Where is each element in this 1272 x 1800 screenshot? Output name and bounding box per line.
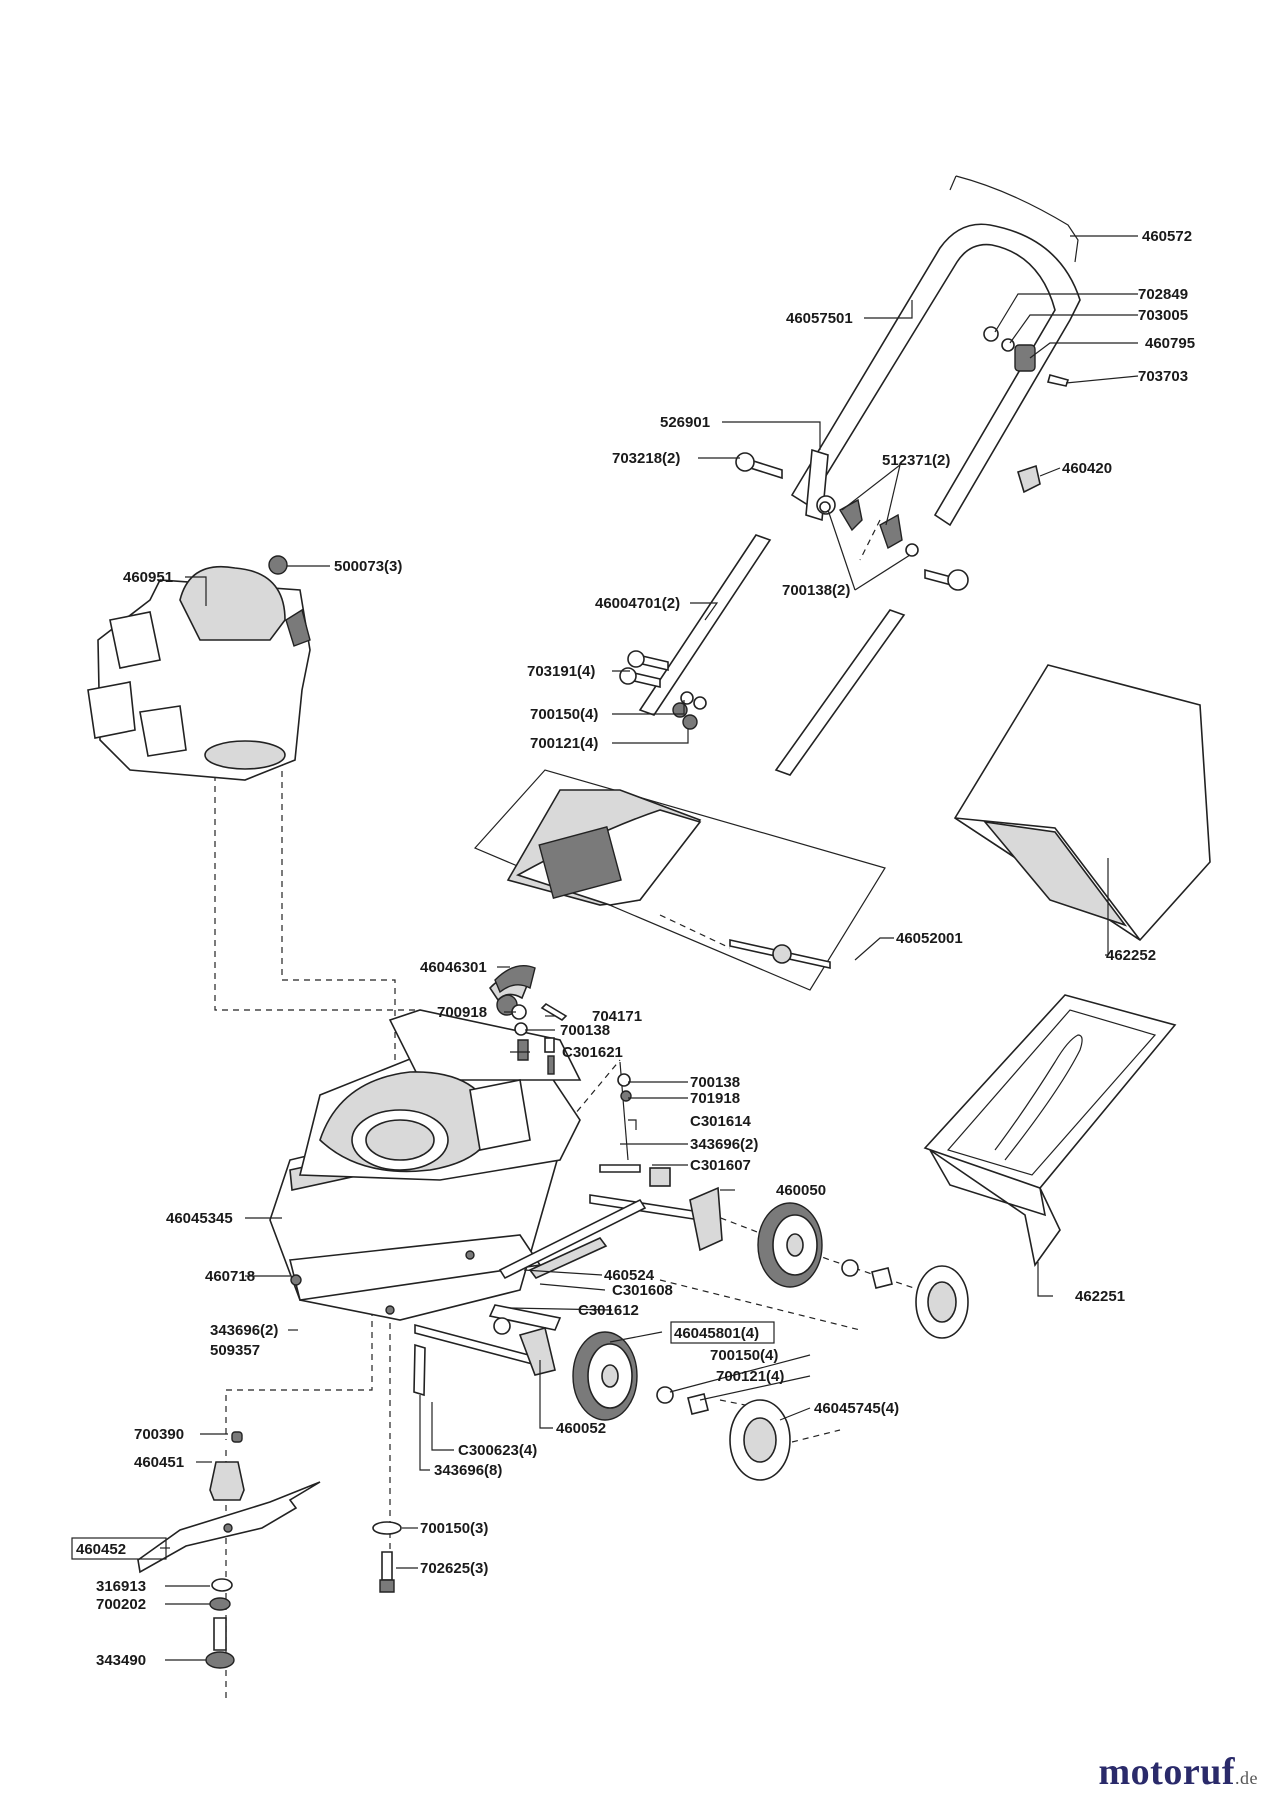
part-label: 700202: [96, 1596, 146, 1613]
part-label: 500073(3): [334, 558, 402, 575]
part-label: 343696(2): [210, 1322, 278, 1339]
part-label: 460718: [205, 1268, 255, 1285]
part-label: 46046301: [420, 959, 487, 976]
mower-deck: [269, 1009, 582, 1321]
part-label: C300623(4): [458, 1442, 537, 1459]
part-label: 703218(2): [612, 450, 680, 467]
part-label: C301614: [690, 1113, 752, 1130]
front-wheel: [572, 1331, 791, 1481]
part-label: C301607: [690, 1157, 751, 1174]
part-label: 460795: [1145, 335, 1195, 352]
part-label: 46045801(4): [674, 1325, 759, 1342]
part-label: 460524: [604, 1267, 655, 1284]
part-label: 462252: [1106, 947, 1156, 964]
part-label: 460451: [134, 1454, 184, 1471]
part-label: 704171: [592, 1008, 642, 1025]
brand-logo: motoruf.de: [1099, 1750, 1258, 1794]
part-label: 460052: [556, 1420, 606, 1437]
part-label: 46004701(2): [595, 595, 680, 612]
part-label: 700150(4): [530, 706, 598, 723]
part-label: 703191(4): [527, 663, 595, 680]
part-label: 316913: [96, 1578, 146, 1595]
part-label: 460951: [123, 569, 173, 586]
part-label: 700150(3): [420, 1520, 488, 1537]
part-label: 526901: [660, 414, 710, 431]
part-label: 703005: [1138, 307, 1188, 324]
part-label: 701918: [690, 1090, 740, 1107]
grass-bag-frame: [923, 994, 1177, 1267]
part-label: 703703: [1138, 368, 1188, 385]
part-label: 512371(2): [882, 452, 950, 469]
part-label: 700138: [560, 1022, 610, 1039]
part-label: 462251: [1075, 1288, 1125, 1305]
handle-assembly: [619, 175, 1081, 776]
part-label: 46045345: [166, 1210, 233, 1227]
label-box-460452: [71, 1537, 167, 1560]
brand-name: motoruf: [1098, 1751, 1235, 1793]
part-label: 700138(2): [782, 582, 850, 599]
part-label: 460050: [776, 1182, 826, 1199]
engine: [87, 555, 311, 781]
part-label: 702625(3): [420, 1560, 488, 1577]
part-label: 460420: [1062, 460, 1112, 477]
part-label: 343696(2): [690, 1136, 758, 1153]
height-adjust-axles: [413, 974, 723, 1397]
part-label: 343696(8): [434, 1462, 502, 1479]
part-label: 700390: [134, 1426, 184, 1443]
part-label: 700150(4): [710, 1347, 778, 1364]
brand-suffix: .de: [1235, 1768, 1258, 1788]
part-label: 700918: [437, 1004, 487, 1021]
part-label: 700121(4): [530, 735, 598, 752]
part-label: 460452: [76, 1541, 126, 1558]
part-label: C301608: [612, 1282, 673, 1299]
leader-lines: [160, 235, 1139, 1661]
control-panel-assembly: [473, 769, 886, 991]
part-label: 46045745(4): [814, 1400, 899, 1417]
grass-bag: [953, 664, 1211, 942]
rear-wheel: [757, 1202, 969, 1339]
part-label: 702849: [1138, 286, 1188, 303]
part-label: 46052001: [896, 930, 963, 947]
blade-stack: [137, 1431, 402, 1669]
pivot-components: [494, 965, 632, 1102]
part-label: 509357: [210, 1342, 260, 1359]
part-labels: 460572 702849 703005 460795 703703 46057…: [76, 228, 1195, 1669]
part-label: 700138: [690, 1074, 740, 1091]
part-label: C301621: [562, 1044, 623, 1061]
part-label: 460572: [1142, 228, 1192, 245]
part-label: C301612: [578, 1302, 639, 1319]
part-label: 700121(4): [716, 1368, 784, 1385]
label-box-46045801: [670, 1321, 775, 1344]
part-label: 343490: [96, 1652, 146, 1669]
part-label: 46057501: [786, 310, 853, 327]
